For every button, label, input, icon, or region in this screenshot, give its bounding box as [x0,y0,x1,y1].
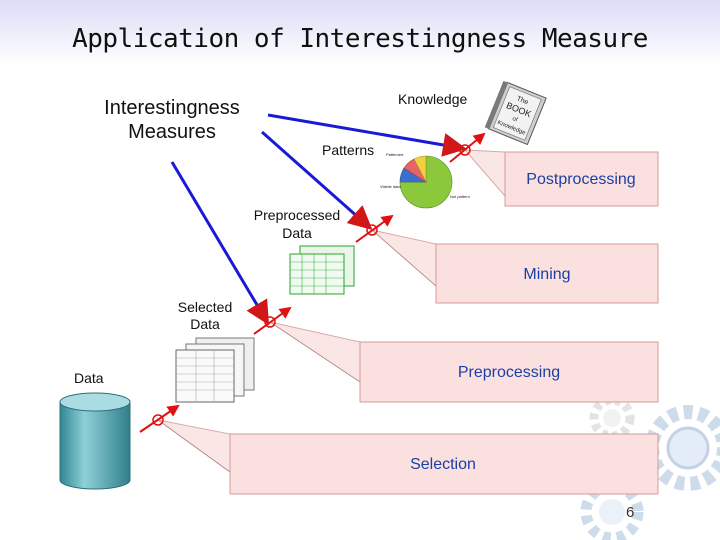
data-cylinder-icon [59,392,131,490]
stage-label: Preprocessing [458,364,560,381]
preprocessed-data-label-line1: Preprocessed [254,207,340,223]
interestingness-measures-label: Interestingness Measures [82,96,262,144]
book-title-3: of [511,116,518,124]
svg-text:Not pattern: Not pattern [450,194,470,199]
interestingness-arrows [170,113,467,326]
svg-text:Visible data: Visible data [380,184,401,189]
process-arrows [139,132,486,433]
patterns-label: Patterns [322,142,374,158]
stage-mining: Mining [435,243,659,304]
knowledge-label: Knowledge [398,91,467,107]
slide-title: Application of Interestingness Measure [72,24,648,54]
preprocessed-data-table-icon [289,245,355,295]
patterns-pie-chart-icon: Patterned Visible data Not pattern [380,152,470,209]
selected-data-tables-icon [175,337,255,403]
stage-label: Selection [410,456,476,473]
book-title-1: The [515,95,529,106]
data-label: Data [74,370,104,386]
page-number: 6 [626,504,635,521]
selected-data-label-line1: Selected [178,299,232,315]
stage-label: Postprocessing [526,171,635,188]
callout-line2: Measures [128,121,216,143]
title-bar [0,0,720,66]
stage-postprocessing: Postprocessing [504,151,659,207]
callout-line1: Interestingness [104,97,240,119]
stage-selection: Selection [229,433,659,495]
stage-label: Mining [523,266,570,283]
svg-text:Patterned: Patterned [386,152,403,157]
preprocessed-data-label-line2: Data [282,225,312,241]
knowledge-book-icon: The BOOK of Knowledge [484,80,547,146]
process-path [157,229,437,473]
selected-data-label-line2: Data [190,316,220,332]
stage-preprocessing: Preprocessing [359,341,659,403]
